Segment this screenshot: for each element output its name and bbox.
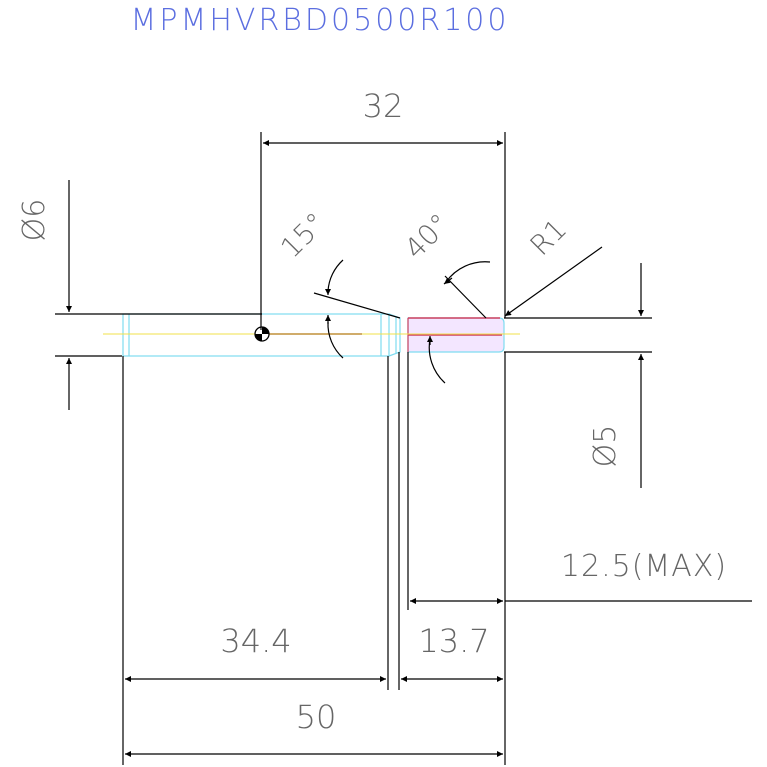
dim-radius-label: R1 — [523, 212, 573, 262]
dim-shank-dia-label: Ø6 — [17, 199, 52, 242]
dim-50: 50 — [125, 698, 503, 757]
dim-13-7-label: 13.7 — [418, 622, 489, 660]
taper-outline — [388, 313, 401, 357]
dim-radius: R1 — [504, 212, 603, 317]
dim-neck-length: 12.5(MAX) — [407, 352, 752, 765]
drawing-title: MPMHVRBD0500R100 — [131, 3, 510, 38]
dim-13-7: 13.7 — [398, 352, 503, 690]
tool-body — [103, 313, 520, 357]
dim-angle-15-label: 15° — [274, 206, 332, 264]
dim-neck-dia: Ø5 — [504, 263, 652, 488]
dim-angle-40-label: 40° — [398, 207, 456, 265]
dim-50-label: 50 — [296, 698, 337, 736]
dim-shank-dia: Ø6 — [17, 180, 262, 410]
dim-34-4-label: 34.4 — [220, 622, 291, 660]
dim-neck-dia-label: Ø5 — [588, 425, 623, 468]
datum-symbol — [254, 326, 270, 342]
dim-32: 32 — [260, 87, 506, 330]
dim-neck-length-label: 12.5(MAX) — [561, 549, 727, 584]
dim-34-4: 34.4 — [122, 356, 389, 765]
dim-32-label: 32 — [363, 87, 404, 125]
dim-angle-40: 40° — [398, 207, 491, 384]
